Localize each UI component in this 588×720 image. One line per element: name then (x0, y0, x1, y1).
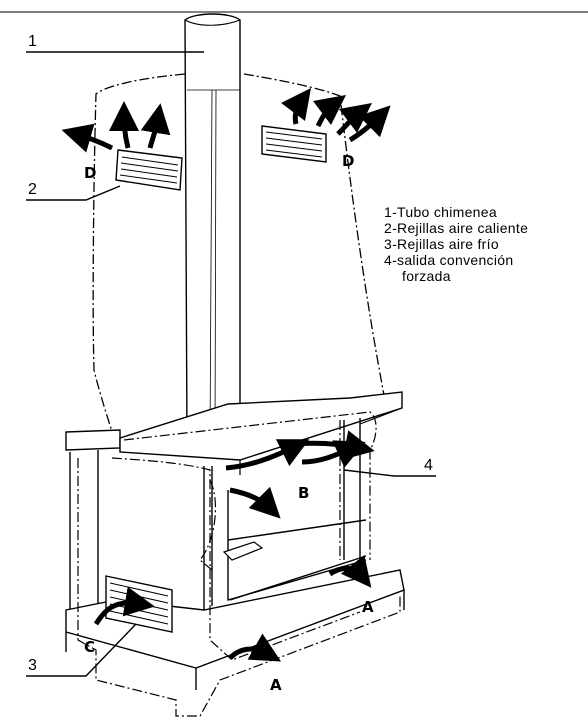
flow-letter-a-right: A (362, 598, 374, 616)
flow-letter-d-left: D (84, 164, 96, 182)
left-hot-air-grille (115, 149, 183, 191)
hood-outline (92, 73, 385, 439)
callout-1: 1 (28, 33, 37, 50)
callout-4: 4 (424, 457, 433, 474)
hot-air-arrows-left (61, 101, 171, 153)
chimney-pipe (184, 13, 241, 441)
legend-item-1: 1-Tubo chimenea (384, 204, 497, 220)
legend-item-4-continued: forzada (402, 268, 451, 284)
mantel-shelf (65, 391, 403, 475)
legend-item-2: 2-Rejillas aire caliente (384, 220, 529, 236)
flow-letter-a-front: A (270, 676, 282, 694)
hot-air-arrows-right (281, 87, 391, 143)
callout-2: 2 (28, 181, 37, 198)
forced-convection-arrows (225, 430, 375, 519)
callout-3: 3 (28, 657, 37, 674)
flow-letter-d-right: D (342, 152, 354, 170)
callout-leaders (26, 51, 436, 677)
legend-item-4: 4-salida convención (384, 252, 514, 268)
flow-letter-b: B (298, 484, 309, 502)
legend: 1-Tubo chimenea 2-Rejillas aire caliente… (384, 204, 528, 284)
flow-letter-c: C (84, 638, 95, 656)
firebox-slot (222, 541, 264, 561)
right-hot-air-grille (261, 125, 327, 163)
legend-item-3: 3-Rejillas aire frío (384, 236, 499, 252)
cold-air-arrows (93, 554, 372, 662)
